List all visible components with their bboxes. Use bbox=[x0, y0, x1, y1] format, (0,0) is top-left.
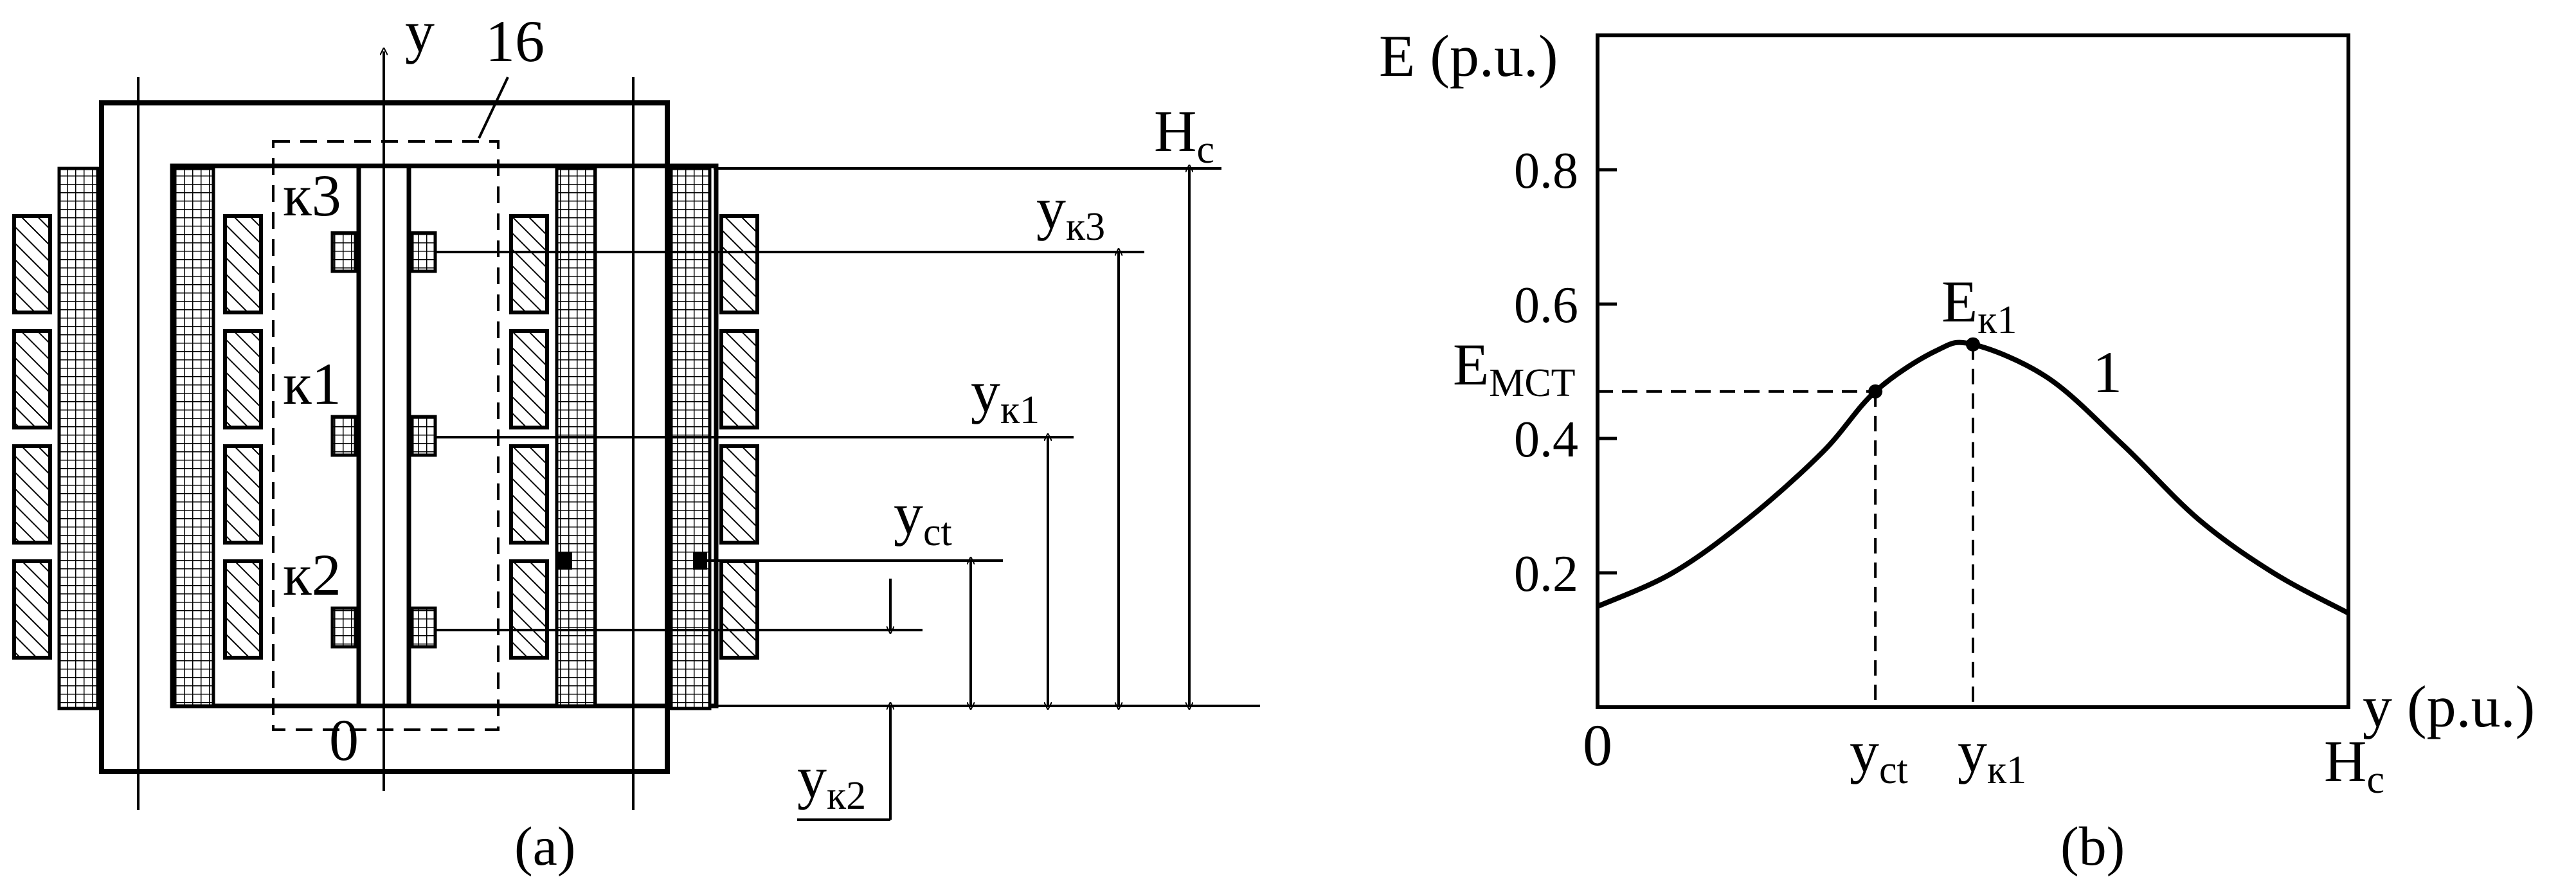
y-tick-label-3: 0.8 bbox=[1514, 143, 1578, 199]
coil-label-k2: к2 bbox=[283, 542, 341, 608]
annot-emct: EMCT bbox=[1453, 332, 1576, 405]
ct-marker-right bbox=[693, 552, 707, 570]
panel-a-transformer: к3 к1 к2 y 16 0 Hc yк3 yк1 yct yк2 (a) bbox=[12, 0, 1260, 877]
box-label-16: 16 bbox=[485, 8, 545, 74]
coil-label-k3: к3 bbox=[283, 163, 341, 228]
ct-marker-left bbox=[558, 552, 572, 570]
dim-label-yk2: yк2 bbox=[797, 744, 866, 818]
origin-label-0: 0 bbox=[329, 707, 359, 773]
dim-label-yk3: yк3 bbox=[1036, 176, 1105, 249]
x-axis-title: y (p.u.) bbox=[2363, 674, 2535, 739]
x-tick-hc: Hc bbox=[2324, 728, 2384, 802]
marker-point-1 bbox=[1966, 337, 1980, 352]
coil-blocks-far-left bbox=[12, 214, 52, 660]
winding-grid-inner-left bbox=[173, 167, 215, 708]
y-tick-label-2: 0.6 bbox=[1514, 277, 1578, 334]
winding-grid-outer-left bbox=[57, 167, 100, 710]
caption-b: (b) bbox=[2060, 815, 2125, 877]
annot-ek1: Eк1 bbox=[1941, 269, 2017, 342]
y-ticks: 0.2 0.4 0.6 0.8 bbox=[1514, 143, 1617, 602]
series-1-line bbox=[1596, 339, 2350, 616]
dim-label-hc: Hc bbox=[1154, 98, 1214, 172]
axis-label-y-a: y bbox=[405, 0, 435, 64]
dim-label-yk1: yк1 bbox=[971, 359, 1040, 432]
coil-blocks-right bbox=[509, 214, 549, 660]
y-tick-label-1: 0.4 bbox=[1514, 411, 1578, 468]
annot-curve-1: 1 bbox=[2093, 339, 2122, 405]
coil-label-k1: к1 bbox=[283, 351, 341, 417]
sensor-coils bbox=[330, 231, 437, 649]
y-axis-title: E (p.u.) bbox=[1379, 23, 1558, 89]
x-tick-yk1: yк1 bbox=[1958, 719, 2026, 792]
box-16-leader bbox=[478, 77, 509, 139]
dashed-box-16 bbox=[272, 140, 500, 731]
marker-point-0 bbox=[1868, 384, 1883, 399]
y-tick-label-0: 0.2 bbox=[1514, 546, 1578, 602]
caption-a: (a) bbox=[514, 815, 575, 877]
x-tick-yct: yct bbox=[1850, 719, 1908, 792]
guide-lines bbox=[1598, 344, 1974, 707]
panel-b-chart: 0.20.40.60.8 E (p.u.) y (p.u.) Eк1 EMCT … bbox=[1379, 23, 2535, 877]
x-tick-0: 0 bbox=[1583, 712, 1612, 778]
dim-label-yct: yct bbox=[894, 481, 952, 554]
coil-blocks-left bbox=[223, 214, 263, 660]
plot-frame bbox=[1596, 33, 2350, 709]
markers bbox=[1868, 337, 1980, 399]
